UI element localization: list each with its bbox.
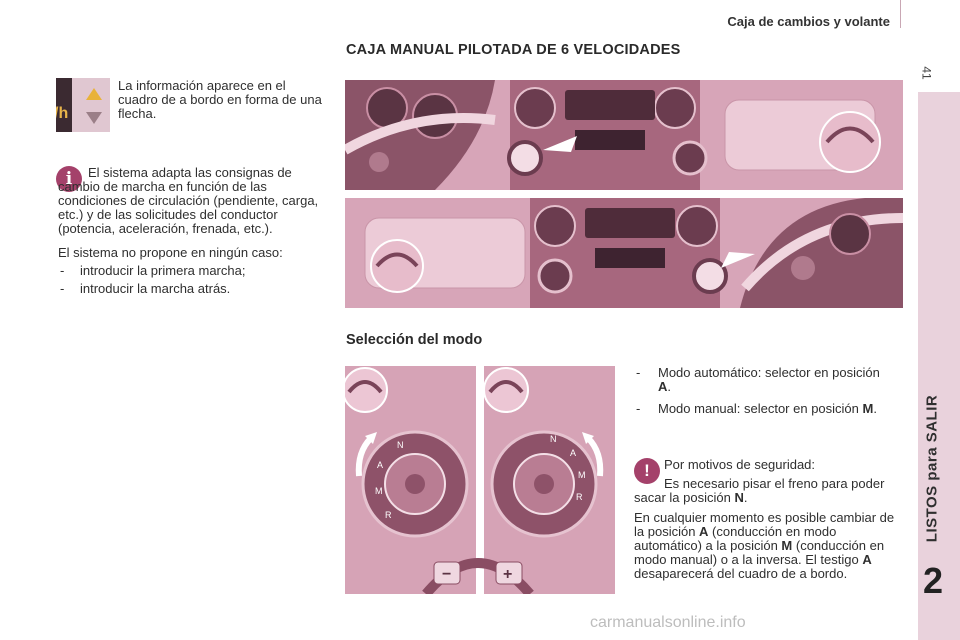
watermark: carmanualsonline.info — [590, 614, 746, 631]
list-item: introducir la marcha atrás. — [58, 282, 338, 297]
indicator-text: La información aparece en el cuadro de a… — [118, 78, 322, 121]
warning-icon: ! — [634, 458, 660, 484]
info-icon: i — [56, 166, 82, 192]
page-number: 41 — [919, 66, 934, 80]
mode-list: - Modo automático: selector en posición … — [634, 366, 884, 416]
dial-letter-m: M — [375, 486, 383, 496]
never-intro: El sistema no propone en ningún caso: — [58, 245, 283, 260]
rotate-arrow-icon — [582, 432, 594, 444]
safety-brake-text: Es necesario pisar el freno para poder s… — [634, 476, 885, 505]
section-title: CAJA MANUAL PILOTADA DE 6 VELOCIDADES — [346, 42, 681, 58]
safety-switch-text: En cualquier momento es posible cambiar … — [634, 510, 895, 581]
never-list: introducir la primera marcha; introducir… — [58, 264, 338, 300]
plus-icon: + — [503, 566, 512, 583]
dial-letter-r: R — [576, 492, 583, 502]
indicator-fragment: /h — [56, 105, 68, 122]
arrow-icon — [543, 136, 577, 152]
rotate-arrow-icon — [365, 432, 377, 444]
gear-indicator-image: /h — [56, 78, 110, 132]
steering-paddles-image: − + — [422, 538, 534, 598]
chapter-label: LISTOS para SALIR — [923, 394, 941, 543]
dial-letter-n: N — [550, 434, 557, 444]
dial-letter-a: A — [570, 448, 576, 458]
header-divider — [900, 0, 901, 28]
arrow-icon — [721, 252, 755, 268]
subsection-title: Selección del modo — [346, 332, 483, 348]
selector-photo-auto: A N M R — [484, 366, 615, 594]
chapter-number: 2 — [923, 560, 944, 601]
dial-letter-r: R — [385, 510, 392, 520]
header-title: Caja de cambios y volante — [727, 14, 890, 29]
safety-intro: Por motivos de seguridad: — [664, 457, 816, 472]
info-text: El sistema adapta las consignas de cambi… — [58, 165, 319, 236]
arrow-down-icon — [86, 112, 102, 124]
selector-photo-manual: A N M R — [345, 366, 476, 594]
dashboard-photo-left-hand-drive — [345, 80, 903, 190]
dashboard-photo-right-hand-drive — [345, 198, 903, 308]
dial-letter-a: A — [377, 460, 383, 470]
chapter-sidebar — [918, 92, 960, 640]
list-item: introducir la primera marcha; — [58, 264, 338, 279]
safety-note: Por motivos de seguridad: Es necesario p… — [634, 458, 896, 581]
arrow-up-icon — [86, 88, 102, 100]
list-item: - Modo automático: selector en posición … — [636, 365, 880, 394]
list-item: - Modo manual: selector en posición M. — [636, 401, 877, 416]
minus-icon: − — [442, 566, 451, 583]
dial-letter-n: N — [397, 440, 404, 450]
dial-letter-m: M — [578, 470, 586, 480]
